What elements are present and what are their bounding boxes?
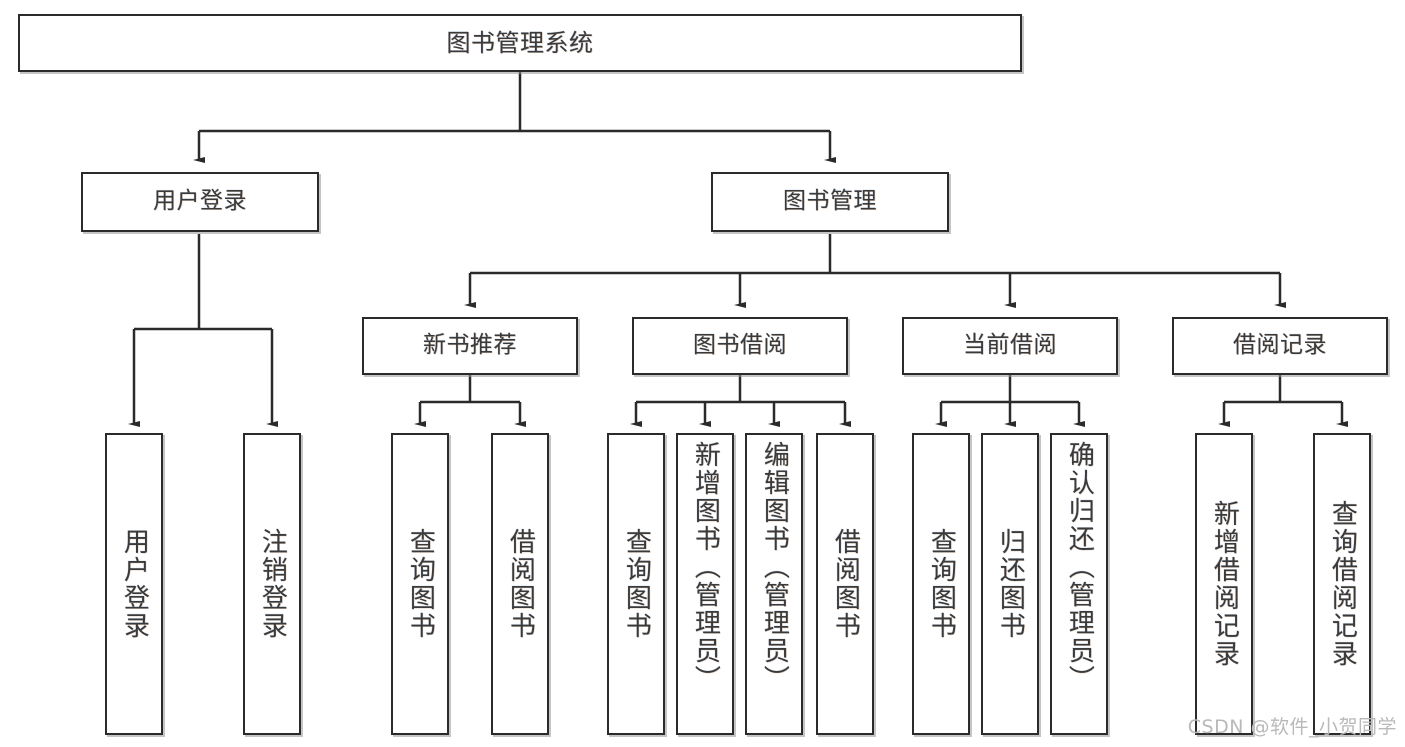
node-label: 借阅图书: [505, 528, 536, 640]
node-user-login[interactable]: 用户登录: [81, 172, 319, 232]
node-root-system[interactable]: 图书管理系统: [18, 14, 1022, 72]
node-label: 图书管理系统: [446, 28, 594, 57]
leaf-borrow-record-query[interactable]: 查询借阅记录: [1313, 433, 1371, 735]
node-label: 注销登录: [257, 528, 288, 640]
leaf-current-borrow-confirm-return[interactable]: 确认归还（管理员）: [1050, 433, 1108, 735]
node-label: 图书管理: [783, 188, 877, 215]
node-label: 新书推荐: [423, 332, 517, 359]
leaf-current-borrow-query[interactable]: 查询图书: [912, 433, 970, 735]
leaf-user-login-login[interactable]: 用户登录: [105, 433, 163, 735]
node-label: 查询图书: [405, 528, 436, 640]
node-label: 确认归还（管理员）: [1064, 441, 1095, 693]
leaf-new-book-borrow[interactable]: 借阅图书: [491, 433, 549, 735]
leaf-current-borrow-return[interactable]: 归还图书: [981, 433, 1039, 735]
node-new-book-recommend[interactable]: 新书推荐: [362, 317, 578, 375]
node-label: 用户登录: [119, 528, 150, 640]
leaf-book-borrow-query[interactable]: 查询图书: [607, 433, 665, 735]
csdn-watermark: CSDN @软件_小贺同学: [1187, 716, 1397, 738]
leaf-new-book-query[interactable]: 查询图书: [391, 433, 449, 735]
node-borrow-record[interactable]: 借阅记录: [1172, 317, 1388, 375]
node-label: 图书借阅: [693, 332, 787, 359]
node-label: 新增借阅记录: [1209, 500, 1240, 668]
node-label: 当前借阅: [963, 332, 1057, 359]
node-book-management[interactable]: 图书管理: [711, 172, 949, 232]
node-label: 查询图书: [621, 528, 652, 640]
node-label: 编辑图书（管理员）: [759, 441, 790, 693]
node-label: 新增图书（管理员）: [690, 441, 721, 693]
node-book-borrow[interactable]: 图书借阅: [632, 317, 848, 375]
leaf-book-borrow-borrow[interactable]: 借阅图书: [816, 433, 874, 735]
node-current-borrow[interactable]: 当前借阅: [902, 317, 1118, 375]
node-label: 借阅记录: [1233, 332, 1327, 359]
node-label: 用户登录: [153, 188, 247, 215]
leaf-book-borrow-add[interactable]: 新增图书（管理员）: [676, 433, 734, 735]
leaf-borrow-record-add[interactable]: 新增借阅记录: [1195, 433, 1253, 735]
node-label: 查询借阅记录: [1327, 500, 1358, 668]
leaf-user-login-logout[interactable]: 注销登录: [243, 433, 301, 735]
node-label: 归还图书: [995, 528, 1026, 640]
node-label: 借阅图书: [830, 528, 861, 640]
leaf-book-borrow-edit[interactable]: 编辑图书（管理员）: [745, 433, 803, 735]
node-label: 查询图书: [926, 528, 957, 640]
